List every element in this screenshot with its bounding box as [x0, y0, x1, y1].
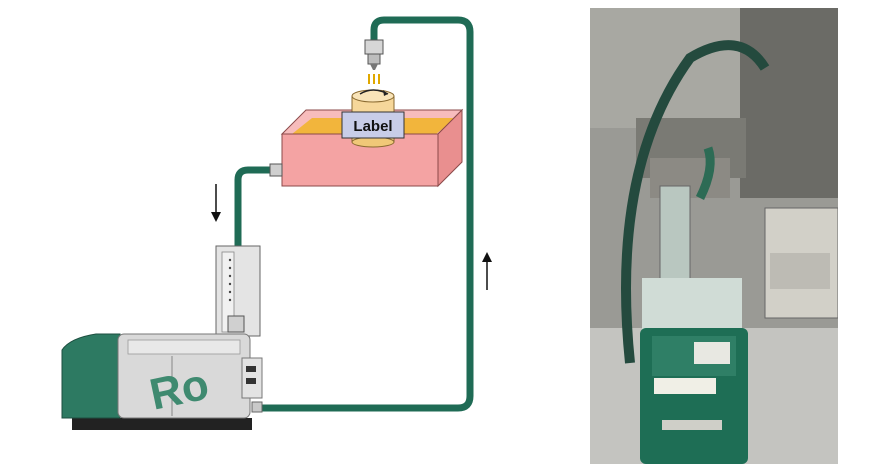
adhesive-system-diagram: Label Ro [61, 16, 492, 430]
brand-logo: Ro [145, 360, 213, 420]
glue-nozzle [364, 39, 384, 84]
label-box [341, 111, 405, 139]
up-arrow-icon [482, 252, 492, 290]
rotation-arrow-icon [359, 89, 389, 96]
glue-tray [269, 108, 464, 188]
melter-unit [61, 333, 263, 430]
label-text: Label [353, 118, 392, 135]
supply-hose [234, 166, 272, 318]
gluing-machine-photo [590, 8, 838, 464]
return-hose [262, 16, 474, 412]
down-arrow-icon [211, 184, 221, 222]
melter-column [215, 245, 261, 337]
